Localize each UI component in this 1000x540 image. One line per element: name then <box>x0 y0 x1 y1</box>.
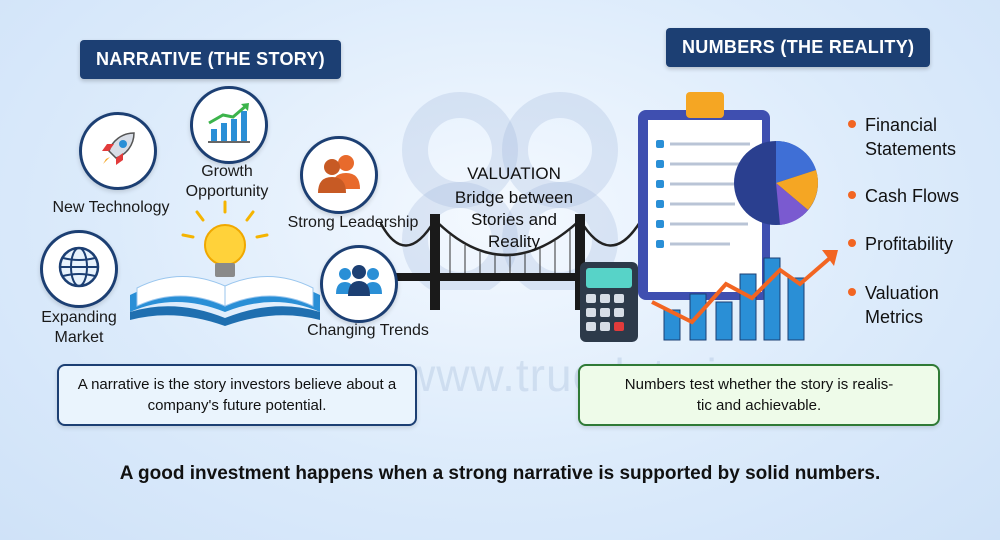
expanding-market-label: Expanding Market <box>41 309 117 346</box>
footer-statement: A good investment happens when a strong … <box>119 463 881 484</box>
bridge-illustration <box>378 200 642 310</box>
bullet-cash-flows: Cash Flows <box>848 184 959 208</box>
bullet-dot <box>848 191 856 199</box>
new-technology-circle <box>79 112 157 190</box>
watermark-logo <box>400 90 620 298</box>
globe-icon <box>56 244 102 295</box>
bullet-valuation-metrics: Valuation Metrics <box>848 281 939 329</box>
expanding-market-circle <box>40 230 118 308</box>
rocket-icon <box>96 127 140 176</box>
strong-leadership-circle <box>300 136 378 214</box>
bullet-text: Financial Statements <box>865 115 957 159</box>
bullet-dot <box>848 288 856 296</box>
changing-trends-circle <box>320 245 398 323</box>
narrative-header: NARRATIVE (THE STORY) <box>80 40 341 79</box>
bullet-text: Profitability <box>865 234 954 254</box>
narrative-description-box: A narrative is the story investors belie… <box>57 364 417 426</box>
group-icon <box>334 262 384 307</box>
growth-opportunity-label: Growth Opportunity <box>185 163 269 200</box>
open-book-icon <box>125 200 325 330</box>
calculator-icon <box>580 262 638 342</box>
growth-opportunity-circle <box>190 86 268 164</box>
growth-chart-icon <box>205 101 253 150</box>
numbers-header: NUMBERS (THE REALITY) <box>666 28 931 67</box>
report-clipboard-illustration <box>630 88 850 350</box>
bullet-financial-statements: Financial Statements <box>848 113 956 161</box>
bullet-profitability: Profitability <box>848 232 953 256</box>
leaders-icon <box>314 151 364 200</box>
numbers-description-box: Numbers test whether the story is realis… <box>578 364 940 426</box>
valuation-subtitle: Bridge between Stories and Reality <box>454 188 574 251</box>
valuation-title: VALUATION <box>467 164 561 183</box>
strong-leadership-label: Strong Leadership <box>287 214 419 231</box>
bullet-text: Cash Flows <box>865 186 960 206</box>
bullet-text: Valuation Metrics <box>865 283 939 327</box>
bullet-dot <box>848 239 856 247</box>
bullet-dot <box>848 120 856 128</box>
new-technology-label: New Technology <box>52 199 170 216</box>
changing-trends-label: Changing Trends <box>307 322 429 339</box>
